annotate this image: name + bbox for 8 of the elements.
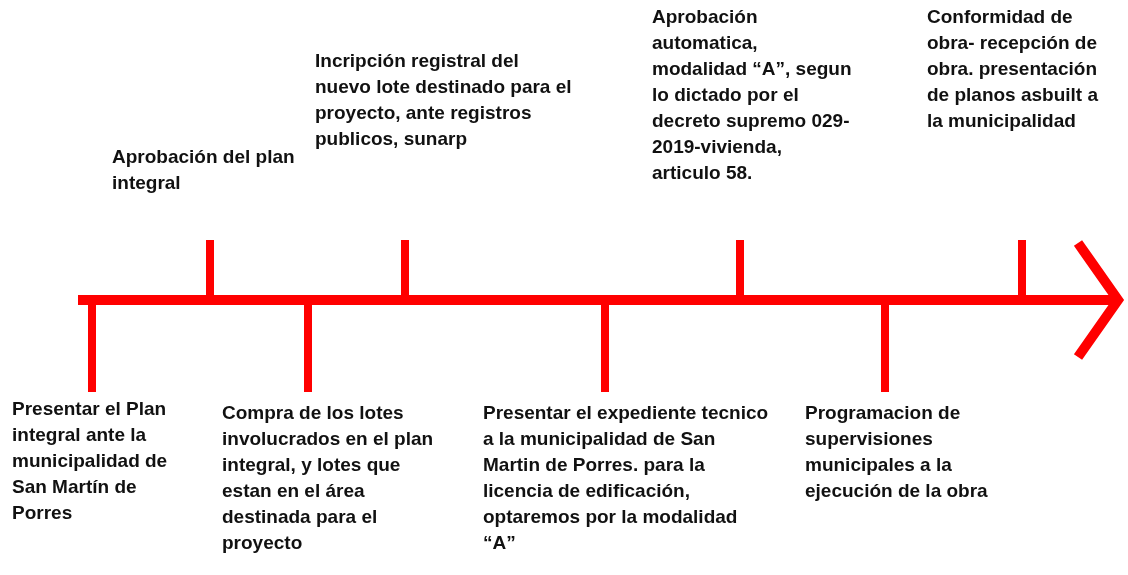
milestone-text: Compra de los lotes involucrados en el plan integral, y lotes que estan en el área destinada para el proyecto — [222, 401, 435, 555]
milestone-text: Aprobación del plan integral — [112, 145, 296, 195]
milestone-text: Presentar el expediente tecnico a la municipalidad de San Martin de Porres. para la licencia de edificación, optaremos por la modalidad “A” — [483, 401, 770, 555]
milestone-text: Programacion de supervisiones municipales a la ejecución de la obra — [805, 401, 989, 503]
milestone-text: Aprobación automatica, modalidad “A”, segun lo dictado por el decreto supremo 029-2019-vivienda, articulo 58. — [652, 5, 852, 185]
milestone-text: Incripción registral del nuevo lote destinado para el proyecto, ante registros publicos, sunarp — [315, 49, 573, 151]
milestone-text: Conformidad de obra- recepción de obra. presentación de planos asbuilt a la municipalidad — [927, 5, 1100, 133]
milestone-text: Presentar el Plan integral ante la municipalidad de San Martín de Porres — [12, 397, 169, 525]
